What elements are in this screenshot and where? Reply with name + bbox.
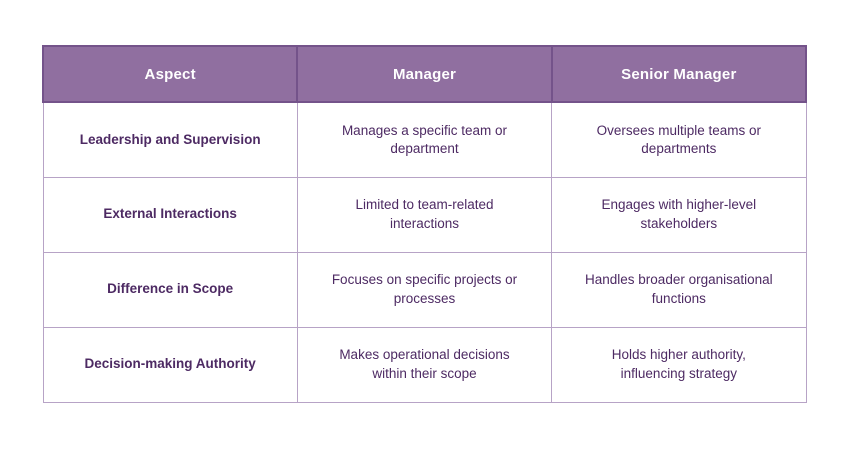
header-row: Aspect Manager Senior Manager	[41, 45, 808, 103]
row-manager-value: Makes operational decisions within their…	[296, 326, 553, 403]
row-manager-value: Focuses on specific projects or processe…	[296, 251, 553, 328]
header-cell-senior-manager: Senior Manager	[550, 45, 808, 103]
row-senior-manager-value: Oversees multiple teams or departments	[551, 101, 807, 178]
row-senior-manager-value: Holds higher authority, influencing stra…	[551, 326, 807, 403]
manager-vs-senior-manager-table: Aspect Manager Senior Manager Leadership…	[41, 45, 808, 403]
row-senior-manager-value: Engages with higher-level stakeholders	[551, 176, 807, 253]
table-row: Decision-making Authority Makes operatio…	[42, 326, 807, 403]
row-senior-manager-value: Handles broader organisational functions	[551, 251, 807, 328]
table-body: Leadership and Supervision Manages a spe…	[42, 101, 807, 403]
table-row: Leadership and Supervision Manages a spe…	[42, 101, 807, 178]
comparison-table-container: Aspect Manager Senior Manager Leadership…	[41, 45, 808, 403]
row-aspect-label: Difference in Scope	[42, 251, 298, 328]
row-manager-value: Manages a specific team or department	[296, 101, 553, 178]
table-header: Aspect Manager Senior Manager	[41, 45, 808, 103]
header-cell-aspect: Aspect	[41, 45, 299, 103]
row-aspect-label: Leadership and Supervision	[42, 101, 298, 178]
table-row: Difference in Scope Focuses on specific …	[42, 251, 807, 328]
table-row: External Interactions Limited to team-re…	[42, 176, 807, 253]
row-aspect-label: External Interactions	[42, 176, 298, 253]
header-cell-manager: Manager	[296, 45, 553, 103]
row-manager-value: Limited to team-related interactions	[296, 176, 553, 253]
row-aspect-label: Decision-making Authority	[42, 326, 298, 403]
